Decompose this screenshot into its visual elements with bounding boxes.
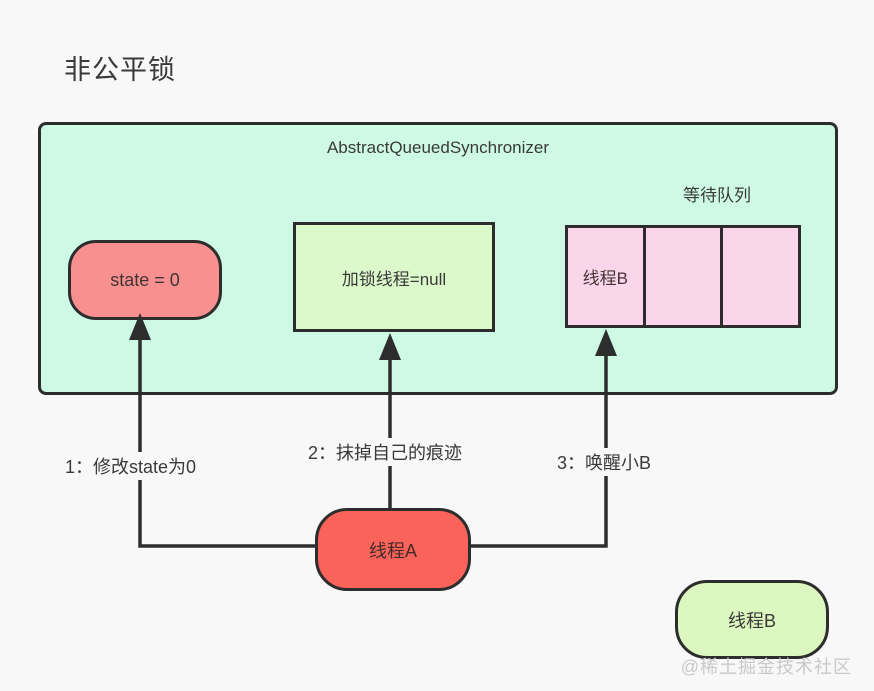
watermark: @稀土掘金技术社区 [680, 657, 852, 677]
queue-cell-thread-b: 线程B [582, 269, 628, 288]
wait-queue: 线程B [565, 225, 801, 328]
page-title: 非公平锁 [64, 55, 176, 85]
aqs-container: AbstractQueuedSynchronizer 等待队列 state = … [38, 122, 838, 395]
queue-cell-empty [720, 228, 798, 325]
aqs-container-label: AbstractQueuedSynchronizer [326, 138, 550, 157]
lock-thread-box: 加锁线程=null [293, 222, 495, 332]
state-box: state = 0 [68, 240, 222, 320]
queue-cell-empty [642, 228, 721, 325]
step-label-2: 2：抹掉自己的痕迹 [305, 438, 466, 466]
thread-a-box: 线程A [315, 508, 471, 591]
wait-queue-label: 等待队列 [683, 186, 751, 205]
step-label-1: 1：修改state为0 [62, 452, 200, 480]
step-label-3: 3：唤醒小B [554, 448, 655, 476]
thread-b-box: 线程B [675, 580, 829, 659]
